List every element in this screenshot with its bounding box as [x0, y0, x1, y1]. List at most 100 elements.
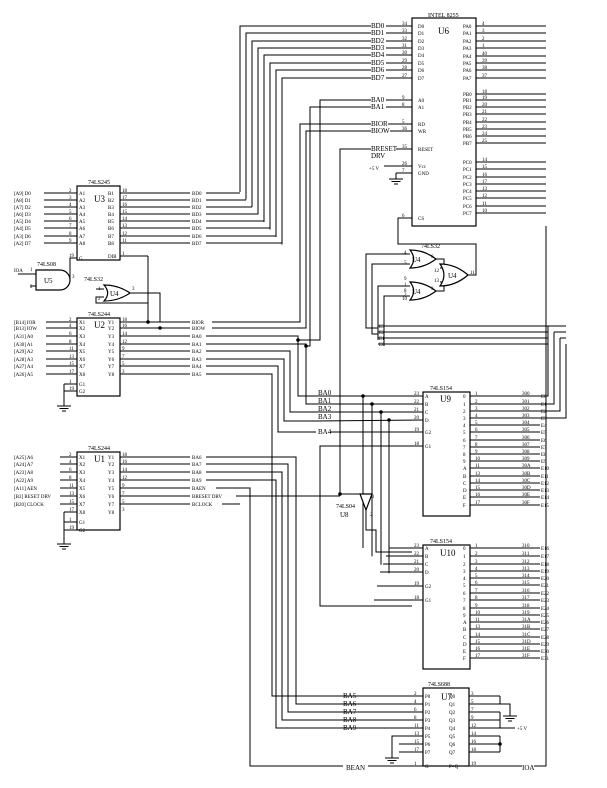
- wire: [377, 285, 410, 340]
- chip-pin-number: 12: [122, 476, 128, 481]
- chip-pin-label: 6: [463, 592, 466, 597]
- chip-ref-label: U4: [412, 288, 421, 296]
- port-address-label: 30F: [522, 501, 530, 506]
- chip-ref-label: U4: [412, 256, 421, 264]
- chip-pin-number: 7: [69, 224, 72, 229]
- chip-pin-label: 3: [463, 417, 466, 422]
- chip-pin-number: 13: [414, 732, 420, 737]
- chip-pin-label: Y8: [108, 373, 115, 378]
- ground-symbol: [57, 405, 71, 412]
- output-tag: E9: [541, 460, 547, 465]
- chip-pin-number: 14: [122, 332, 128, 337]
- address-bus-label: BA7: [192, 463, 202, 468]
- chip-pin-number: 7: [475, 436, 478, 441]
- chip-pin-number: 17: [69, 508, 75, 513]
- chip-pin-number: 3: [69, 196, 72, 201]
- chip-pin-number: 14: [122, 217, 128, 222]
- chip-pin-number: 16: [122, 460, 128, 465]
- chip-pin-label: 6: [463, 439, 466, 444]
- chip-pin-label: 3: [463, 570, 466, 575]
- chip-pin-label: B8: [108, 242, 114, 247]
- data-bus-label: BD1: [371, 29, 385, 37]
- label: BIOR: [371, 120, 388, 128]
- chip-pin-number: 19: [482, 96, 488, 101]
- output-tag: E28: [541, 636, 550, 641]
- output-tag: E22: [541, 592, 550, 597]
- chip-pin-label: D2: [418, 40, 425, 45]
- wire: [540, 344, 567, 419]
- output-tag: E3: [541, 417, 547, 422]
- chip-u7: [422, 687, 470, 767]
- signal-label: IOA: [522, 764, 534, 772]
- port-address-label: 303: [522, 414, 530, 419]
- chip-pin-label: X3: [79, 335, 86, 340]
- chip-pin-number: 2: [69, 318, 72, 323]
- chip-pin-label: Y1: [108, 321, 115, 326]
- isa-pin-label: [B2] RESET DRV: [14, 495, 51, 500]
- chip-pin-number: 8: [402, 103, 405, 108]
- signal-label: BEAN: [346, 764, 365, 772]
- chip-pin-label: B4: [108, 213, 114, 218]
- wire: [540, 338, 561, 412]
- chip-pin-label: P2: [425, 711, 431, 716]
- chip-pin-label: B2: [108, 199, 114, 204]
- port-address-label: 316: [522, 589, 530, 594]
- chip-pin-number: 1: [69, 380, 72, 385]
- chip-pin-label: Y2: [108, 327, 115, 332]
- u5-out-wire: [69, 257, 77, 280]
- isa-pin-label: [A4] D5: [14, 227, 31, 232]
- chip-pin-number: 30: [402, 51, 408, 56]
- output-tag: E25: [541, 614, 550, 619]
- chip-pin-label: PB4: [463, 121, 472, 126]
- chip-pin-number: 7: [402, 169, 405, 174]
- gate-pin-number: 6: [431, 255, 434, 260]
- ground-symbol: [389, 178, 403, 185]
- port-address-label: 317: [522, 596, 530, 601]
- chip-ref-label: U5: [44, 277, 53, 285]
- chip-pin-label: PC6: [463, 205, 472, 210]
- output-tag: E31: [541, 657, 550, 662]
- chip-pin-number: 40: [482, 52, 488, 57]
- chip-pin-label: PC4: [463, 190, 472, 195]
- chip-pin-label: 1: [463, 555, 466, 560]
- chip-pin-label: G2: [79, 390, 86, 395]
- chip-pin-number: 13: [69, 492, 75, 497]
- chip-u1: [76, 451, 121, 531]
- chip-pin-number: 31: [402, 44, 408, 49]
- address-bus-label: BA3: [318, 413, 332, 421]
- port-address-label: 302: [522, 407, 530, 412]
- address-bus-label: BA4: [318, 428, 332, 436]
- port-address-label: 31C: [522, 633, 531, 638]
- chip-pin-number: 11: [69, 484, 74, 489]
- port-address-label: 304: [522, 421, 530, 426]
- chip-pin-label: Y2: [108, 463, 115, 468]
- gate-pin-number: 2: [98, 297, 101, 302]
- gate-pin-number: 3: [72, 275, 75, 280]
- chip-pin-number: 18: [471, 748, 477, 753]
- data-bus-label: BD7: [192, 242, 202, 247]
- chip-u9: [422, 391, 471, 517]
- chip-pin-label: Y7: [108, 503, 115, 508]
- gate-pin-number: 1: [372, 495, 375, 500]
- chip-part-label: 74LS32: [84, 277, 103, 283]
- chip-pin-number: 19: [69, 387, 75, 392]
- chip-pin-label: A2: [79, 199, 86, 204]
- gate-pin-number: 3: [132, 287, 135, 292]
- address-bus-label: BA4: [192, 365, 202, 370]
- port-address-label: 309: [522, 457, 530, 462]
- chip-pin-number: 23: [414, 544, 420, 549]
- chip-pin-number: 4: [414, 700, 417, 705]
- chip-ref-label: U4: [448, 272, 457, 280]
- output-tag: E14: [541, 496, 550, 501]
- chip-pin-number: 35: [402, 145, 408, 150]
- chip-pin-label: G1: [79, 521, 86, 526]
- output-tag: E13: [541, 489, 550, 494]
- address-bus-label: BRESET DRV: [192, 495, 222, 500]
- port-address-label: 31B: [522, 625, 531, 630]
- chip-pin-number: 12: [471, 724, 477, 729]
- data-bus-label: BD2: [192, 206, 202, 211]
- output-tag: E18: [541, 563, 550, 568]
- address-bus-label: BA7: [343, 708, 357, 716]
- chip-pin-number: 9: [69, 239, 72, 244]
- gate-pin-number: 1: [30, 268, 33, 273]
